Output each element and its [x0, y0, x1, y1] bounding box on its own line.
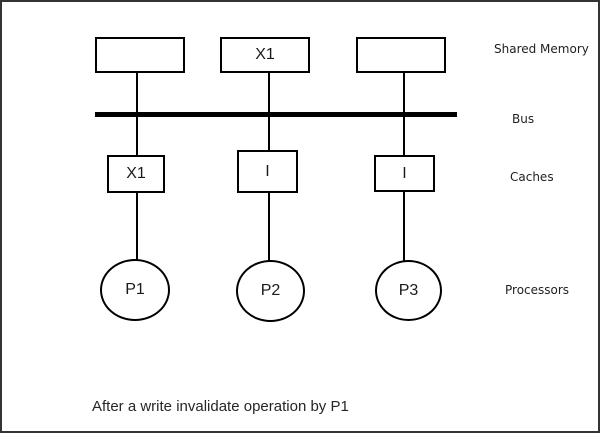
cache-block-1: X1 [107, 155, 165, 193]
row-label-processors: Processors [505, 283, 570, 297]
memory-block-3 [356, 37, 446, 73]
processor-circle-1: P1 [100, 259, 170, 321]
connector-memory3-bus [403, 73, 405, 113]
memory-block-2: X1 [220, 37, 310, 73]
processor-2-label: P2 [260, 282, 281, 299]
diagram-caption: After a write invalidate operation by P1 [92, 398, 349, 415]
row-label-caches: Caches [510, 170, 554, 184]
connector-cache1-processor1 [136, 192, 138, 260]
processor-circle-3: P3 [375, 260, 442, 321]
connector-bus-cache3 [403, 116, 405, 156]
connector-bus-cache2 [268, 116, 270, 151]
bus-line [95, 112, 457, 117]
cache-block-2: I [237, 150, 298, 193]
connector-cache2-processor2 [268, 192, 270, 261]
cache-block-1-label: X1 [126, 165, 146, 182]
processor-circle-2: P2 [236, 260, 305, 322]
memory-block-2-label: X1 [255, 46, 275, 63]
row-label-bus: Bus [512, 112, 535, 126]
connector-cache3-processor3 [403, 191, 405, 261]
connector-memory2-bus [268, 73, 270, 113]
cache-block-2-label: I [265, 162, 270, 180]
row-label-shared-memory: Shared Memory [494, 42, 589, 56]
cache-block-3-label: I [402, 164, 407, 182]
connector-memory1-bus [136, 73, 138, 113]
connector-bus-cache1 [136, 116, 138, 156]
processor-3-label: P3 [398, 281, 419, 299]
cache-block-3: I [374, 155, 435, 192]
processor-1-label: P1 [125, 281, 145, 298]
memory-block-1 [95, 37, 185, 73]
